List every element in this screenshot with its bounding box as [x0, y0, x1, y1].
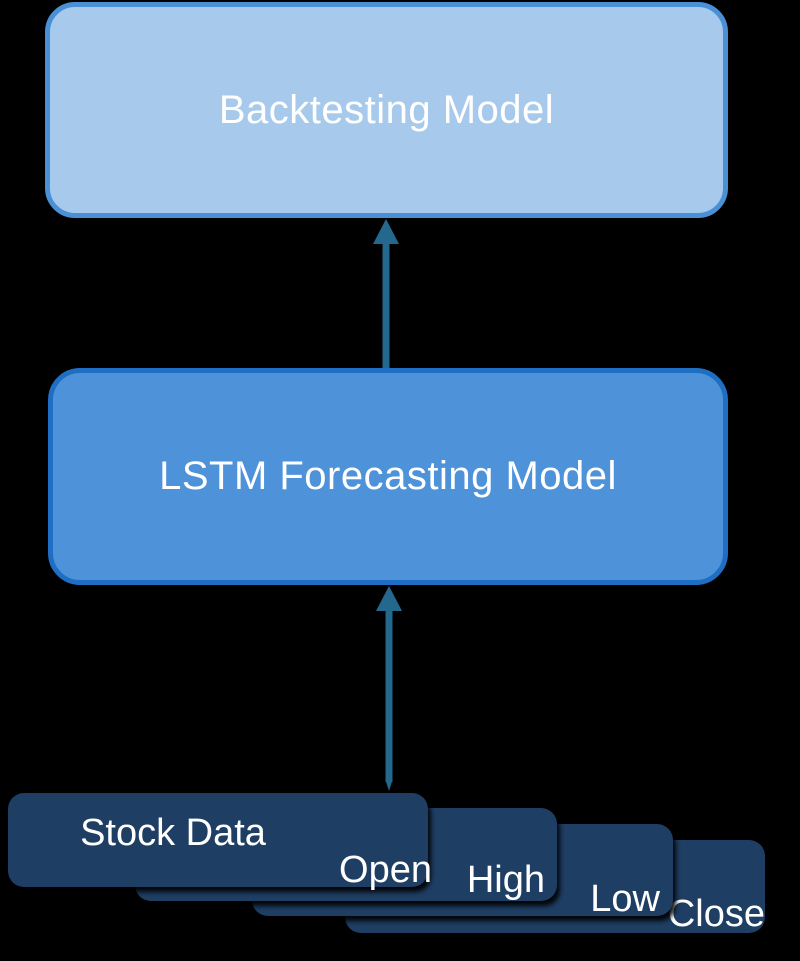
lstm-forecasting-model-box: LSTM Forecasting Model: [48, 368, 728, 585]
connector-data-to-lstm: [371, 586, 407, 791]
high-layer-label: High: [466, 859, 545, 901]
open-layer-label: Open: [339, 849, 432, 891]
up-arrow-icon: [373, 219, 399, 369]
stock-data-layer-open: Stock Data Open: [8, 793, 432, 889]
backtesting-model-label: Backtesting Model: [218, 87, 555, 132]
connector-lstm-to-backtesting: [368, 219, 404, 369]
up-arrow-icon: [376, 586, 402, 791]
lstm-forecasting-model-label: LSTM Forecasting Model: [159, 454, 617, 498]
backtesting-model-box: Backtesting Model: [45, 2, 728, 218]
low-layer-label: Low: [590, 878, 660, 920]
close-layer-label: Close: [667, 893, 765, 935]
stock-data-title: Stock Data: [80, 811, 266, 854]
